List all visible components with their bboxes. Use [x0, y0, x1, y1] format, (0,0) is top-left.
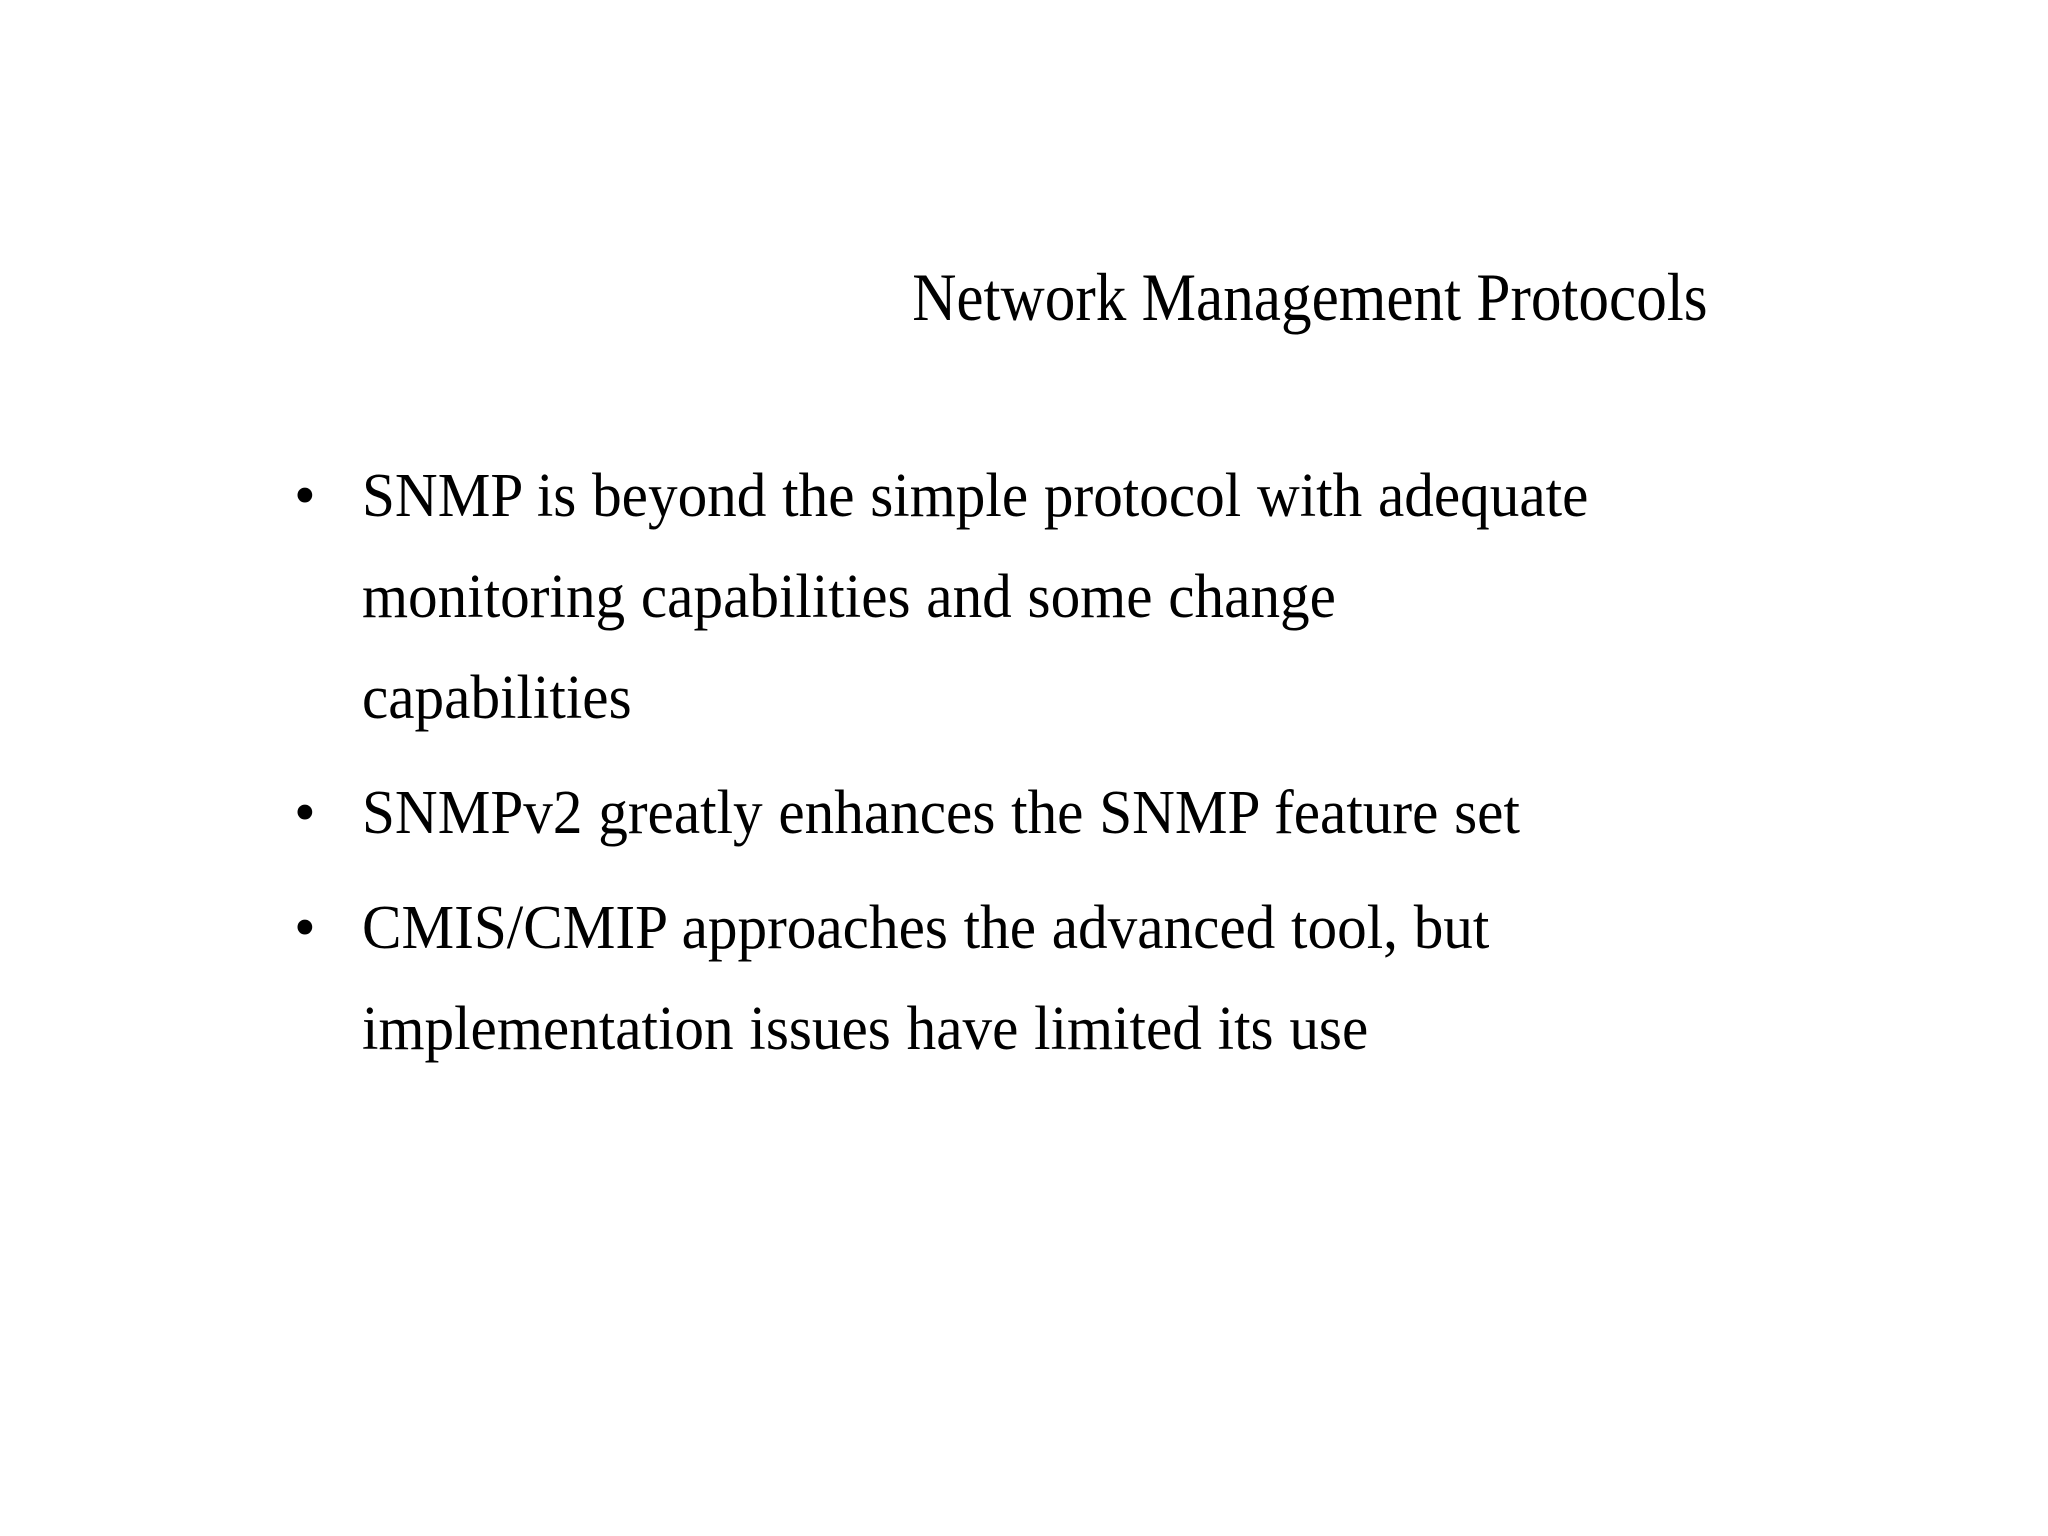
list-item-line: SNMPv2 greatly enhances the SNMP feature… — [362, 779, 1520, 847]
page-title: Network Management Protocols — [912, 259, 1708, 336]
bullet-point-icon: • — [294, 462, 316, 530]
list-item-text: SNMPv2 greatly enhances the SNMP feature… — [362, 763, 2040, 864]
body-placeholder[interactable]: • SNMP is beyond the simple protocol wit… — [280, 446, 2040, 1080]
list-item-line: monitoring capabilities and some change — [362, 563, 1336, 631]
title-placeholder[interactable]: Network Management Protocols — [200, 238, 2048, 358]
list-item-line: SNMP is beyond the simple protocol with … — [362, 462, 1589, 530]
list-item-line: capabilities — [362, 664, 632, 732]
list-item-line: CMIS/CMIP approaches the advanced tool, … — [362, 894, 1490, 962]
list-item-text: CMIS/CMIP approaches the advanced tool, … — [362, 878, 2040, 1080]
list-item[interactable]: • SNMPv2 greatly enhances the SNMP featu… — [280, 763, 2040, 864]
list-item-line: implementation issues have limited its u… — [362, 995, 1369, 1063]
list-item-text: SNMP is beyond the simple protocol with … — [362, 446, 2040, 749]
bullet-point-icon: • — [294, 779, 316, 847]
list-item[interactable]: • CMIS/CMIP approaches the advanced tool… — [280, 878, 2040, 1080]
list-item[interactable]: • SNMP is beyond the simple protocol wit… — [280, 446, 2040, 749]
bullet-point-icon: • — [294, 894, 316, 962]
